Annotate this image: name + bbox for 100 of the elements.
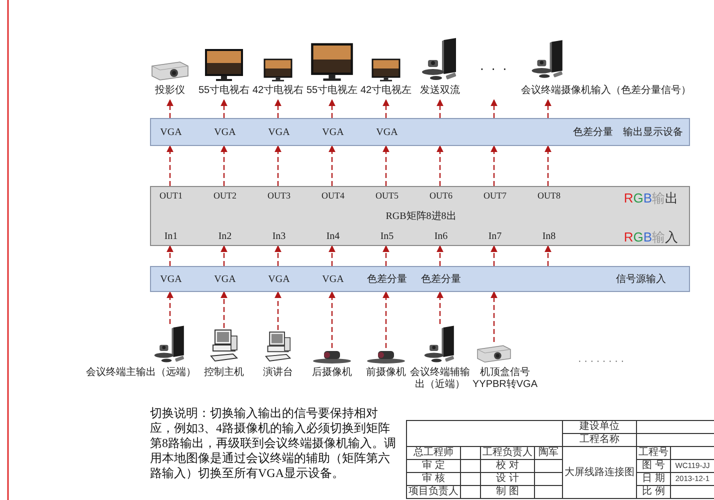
band-label: In8 xyxy=(542,232,556,242)
band-label: 输出显示设备 xyxy=(623,128,683,138)
table-cell: 审 核 xyxy=(407,473,461,486)
band-label: OUT2 xyxy=(214,192,236,200)
device-label: 42寸电视左 xyxy=(359,85,413,97)
table-cell: 工程号 xyxy=(637,447,671,460)
table-cell: 校 对 xyxy=(481,460,535,473)
band-label: 色差分量 xyxy=(573,128,613,138)
band-label: OUT3 xyxy=(268,192,290,200)
signal-arrow xyxy=(490,99,498,118)
signal-arrow xyxy=(166,291,174,324)
band-label: In4 xyxy=(326,232,340,242)
signal-arrow xyxy=(328,245,336,266)
signal-arrow xyxy=(490,245,498,266)
signal-arrow xyxy=(328,99,336,118)
device-label: 投影仪 xyxy=(154,85,186,97)
table-cell: 图 号 xyxy=(637,460,671,473)
signal-arrow xyxy=(436,145,444,186)
source-label: 演讲台 xyxy=(262,367,294,379)
signal-arrow xyxy=(274,99,282,118)
table-cell: 设 计 xyxy=(481,473,535,486)
band-label: 信号源输入 xyxy=(616,275,666,285)
source-label: 会议终端主输出（远端） xyxy=(85,367,197,379)
signal-arrow xyxy=(382,145,390,186)
table-cell: 大屏线路连接图 xyxy=(563,447,637,499)
signal-arrow xyxy=(382,99,390,118)
band-label: OUT1 xyxy=(160,192,182,200)
band-label: OUT5 xyxy=(376,192,398,200)
band-label: OUT8 xyxy=(538,192,560,200)
band-label: 色差分量 xyxy=(421,275,461,285)
signal-arrow xyxy=(436,99,444,118)
band-label: VGA xyxy=(160,275,182,285)
band-label: VGA xyxy=(214,128,236,138)
signal-arrow xyxy=(490,145,498,186)
table-cell: 制 图 xyxy=(481,486,535,499)
band-label: VGA xyxy=(214,275,236,285)
source-label: 后摄像机 xyxy=(311,367,353,379)
signal-band xyxy=(150,118,690,146)
band-label: In2 xyxy=(218,232,232,242)
table-cell: 陶军 xyxy=(535,447,563,460)
signal-arrow xyxy=(328,291,336,348)
signal-arrow xyxy=(544,99,552,118)
source-label: 控制主机 xyxy=(204,367,244,379)
band-label: VGA xyxy=(376,128,398,138)
table-cell: 项目负责人 xyxy=(407,486,461,499)
band-label: 色差分量 xyxy=(367,275,407,285)
signal-arrow xyxy=(274,145,282,186)
band-label: VGA xyxy=(268,275,290,285)
device-label: · · · xyxy=(478,62,510,74)
device-label: 55寸电视右 xyxy=(197,85,251,97)
signal-arrow xyxy=(220,245,228,266)
signal-arrow xyxy=(382,291,390,348)
band-label: VGA xyxy=(322,275,344,285)
band-label: VGA xyxy=(322,128,344,138)
band-label: In1 xyxy=(164,232,178,242)
band-label: VGA xyxy=(268,128,290,138)
table-cell: 工程名称 xyxy=(563,434,637,447)
band-label: In5 xyxy=(380,232,394,242)
signal-arrow xyxy=(166,99,174,118)
band-label: VGA xyxy=(160,128,182,138)
signal-arrow xyxy=(274,245,282,266)
signal-arrow xyxy=(166,245,174,266)
table-cell: 建设单位 xyxy=(563,421,637,434)
signal-arrow xyxy=(436,245,444,266)
signal-arrow xyxy=(328,145,336,186)
band-label: OUT7 xyxy=(484,192,506,200)
signal-arrow xyxy=(166,145,174,186)
table-cell: 总工程师 xyxy=(407,447,461,460)
band-label: In3 xyxy=(272,232,286,242)
source-label: 会议终端辅输出（近端） xyxy=(409,367,471,391)
device-label: 发送双流 xyxy=(419,85,461,97)
signal-arrow xyxy=(220,291,228,328)
signal-arrow xyxy=(382,245,390,266)
note-paragraph: 切换说明：切换输入输出的信号要保持相对应，例如3、4路摄像机的输入必须切换到矩阵第8路输出，再级联到会议终端摄像机输入。调用本地图像是通过会议终端的辅助（矩阵第六路输入）切换至所有VGA显示设备。 xyxy=(150,406,397,481)
table-cell: 日 期 xyxy=(637,473,671,486)
band-label: RGB矩阵8进8出 xyxy=(386,212,456,222)
band-label: OUT4 xyxy=(322,192,344,200)
table-cell: 比 例 xyxy=(637,486,671,499)
band-label: In7 xyxy=(488,232,502,242)
source-label: 前摄像机 xyxy=(365,367,407,379)
band-label: RGB输出 xyxy=(624,192,678,204)
band-label: RGB输入 xyxy=(624,230,678,244)
device-label: 55寸电视左 xyxy=(305,85,359,97)
signal-arrow xyxy=(274,291,282,330)
table-cell: 审 定 xyxy=(407,460,461,473)
matrix-box xyxy=(150,186,690,246)
table-cell: 工程负责人 xyxy=(481,447,535,460)
source-label: 机顶盒信号 YYPBR转VGA xyxy=(472,367,538,391)
signal-arrow xyxy=(490,291,498,342)
ellipsis-label: · · · · · · · · xyxy=(578,355,624,369)
signal-arrow xyxy=(544,145,552,186)
band-label: In6 xyxy=(434,232,448,242)
device-label: 会议终端摄像机输入（色差分量信号） xyxy=(520,85,692,97)
signal-band xyxy=(150,266,690,292)
band-label: OUT6 xyxy=(430,192,452,200)
signal-arrow xyxy=(436,291,444,324)
signal-arrow xyxy=(220,145,228,186)
device-label: 42寸电视右 xyxy=(251,85,305,97)
signal-arrow xyxy=(544,245,552,266)
signal-arrow xyxy=(220,99,228,118)
